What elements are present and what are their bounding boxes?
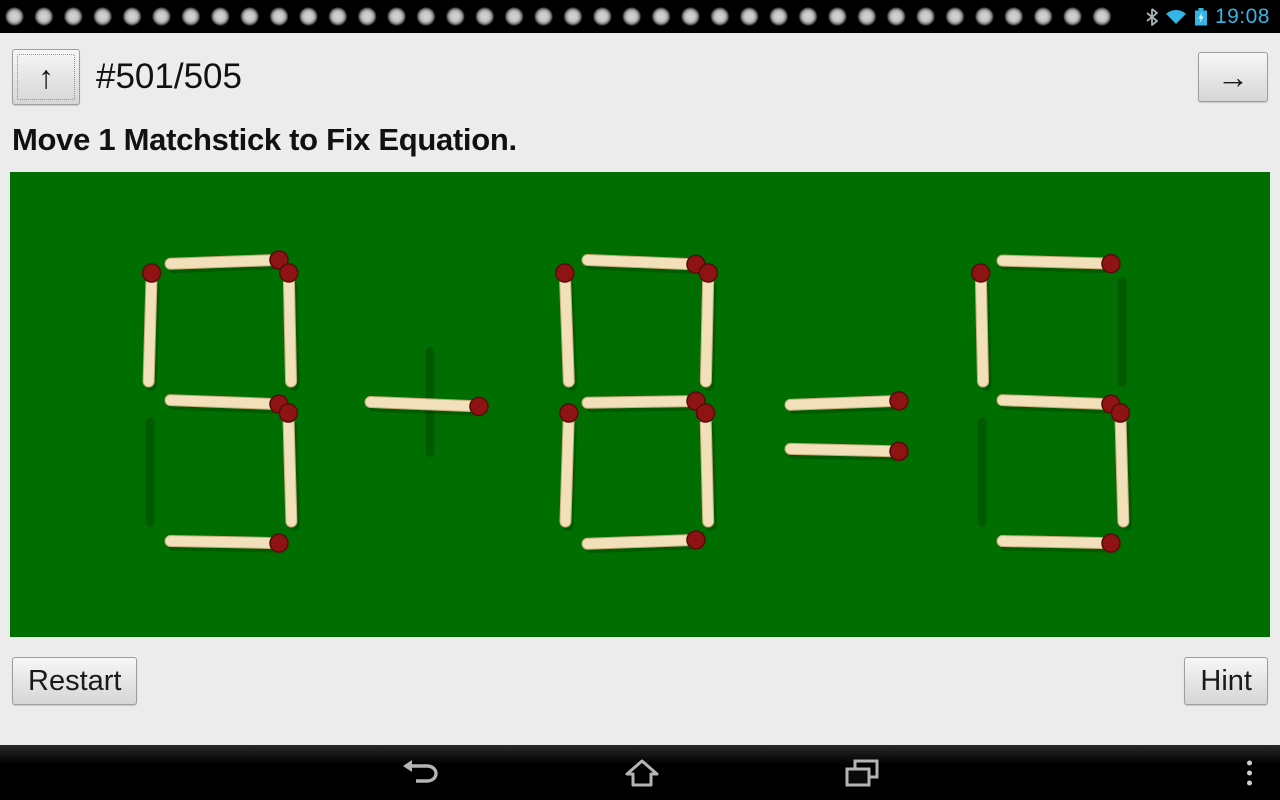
match-head <box>889 391 909 411</box>
bluetooth-icon <box>1146 7 1158 26</box>
hint-button[interactable]: Hint <box>1184 657 1268 705</box>
match-head <box>559 403 579 423</box>
menu-dot <box>1247 780 1252 785</box>
matchstick-digit-8-f[interactable] <box>555 263 579 392</box>
menu-dot <box>1247 770 1252 775</box>
match-head <box>555 263 575 283</box>
instruction-text: Move 1 Matchstick to Fix Equation. <box>12 122 517 157</box>
matchstick-digit-8-b[interactable] <box>697 263 719 392</box>
match-head <box>971 263 991 283</box>
overflow-menu-button[interactable] <box>1241 754 1258 791</box>
game-board[interactable] <box>10 172 1270 637</box>
board-container <box>10 172 1270 637</box>
back-button[interactable] <box>396 754 444 792</box>
matchstick-digit-8-g[interactable] <box>581 391 706 413</box>
status-icons-group: 19:08 <box>1145 0 1280 33</box>
recents-icon <box>845 759 879 786</box>
match-head <box>469 396 489 417</box>
home-icon <box>625 759 659 786</box>
empty-slot-shadow <box>145 417 155 527</box>
nav-icons-group <box>396 754 884 792</box>
matchstick-digit-9-b[interactable] <box>279 263 301 391</box>
match-head <box>698 263 719 283</box>
match-head <box>141 263 162 283</box>
wifi-icon <box>1165 9 1187 25</box>
home-button[interactable] <box>620 754 664 792</box>
match-head <box>1110 403 1131 423</box>
match-head <box>1101 533 1121 553</box>
right-arrow-icon: → <box>1217 58 1249 95</box>
app-header: ↑ #501/505 → <box>12 48 1268 106</box>
match-head <box>695 403 716 423</box>
matchstick-digit-9-g[interactable] <box>164 391 289 414</box>
matchstick-digit-5-d[interactable] <box>996 532 1121 553</box>
match-head <box>1101 253 1121 274</box>
status-bar: 19:08 <box>0 0 1280 33</box>
footer-bar: Restart Hint <box>12 657 1268 705</box>
match-head <box>686 530 706 550</box>
matchstick-digit-5-c[interactable] <box>1110 403 1133 531</box>
back-icon <box>403 759 438 783</box>
match-head <box>269 533 289 553</box>
matchstick-digit-9-f[interactable] <box>139 263 162 392</box>
navigation-bar <box>0 745 1280 800</box>
puzzle-counter: #501/505 <box>96 57 242 96</box>
match-head <box>889 441 909 462</box>
match-head <box>279 263 299 283</box>
matchstick-digit-9-a[interactable] <box>164 250 289 274</box>
next-button[interactable]: → <box>1198 52 1268 102</box>
matchstick-digit-8-d[interactable] <box>581 530 706 554</box>
matchstick-equals-bottom[interactable] <box>784 440 909 462</box>
up-arrow-icon: ↑ <box>38 58 54 95</box>
recents-button[interactable] <box>840 754 884 792</box>
matchstick-digit-9-d[interactable] <box>164 532 289 553</box>
matchstick-digit-9-c[interactable] <box>278 403 301 531</box>
matchstick-digit-5-g[interactable] <box>996 391 1121 414</box>
matchstick-digit-8-a[interactable] <box>581 251 706 275</box>
matchstick-digit-5-a[interactable] <box>996 251 1121 274</box>
matchstick-digit-8-c[interactable] <box>695 403 717 531</box>
battery-charging-icon <box>1194 7 1208 26</box>
matchstick-digit-5-f[interactable] <box>971 263 993 391</box>
matchstick-equals-top[interactable] <box>784 391 909 415</box>
matchstick-operator[interactable] <box>364 393 489 417</box>
empty-slot-shadow <box>977 417 987 527</box>
up-button[interactable]: ↑ <box>12 49 80 105</box>
match-head <box>278 403 299 423</box>
restart-button[interactable]: Restart <box>12 657 138 705</box>
status-time: 19:08 <box>1214 4 1270 28</box>
matchstick-digit-8-e[interactable] <box>556 403 579 532</box>
match-head <box>269 250 289 270</box>
menu-dot <box>1247 760 1252 765</box>
wallpaper-dots-pattern <box>0 0 1122 33</box>
empty-slot-shadow <box>1117 277 1127 387</box>
